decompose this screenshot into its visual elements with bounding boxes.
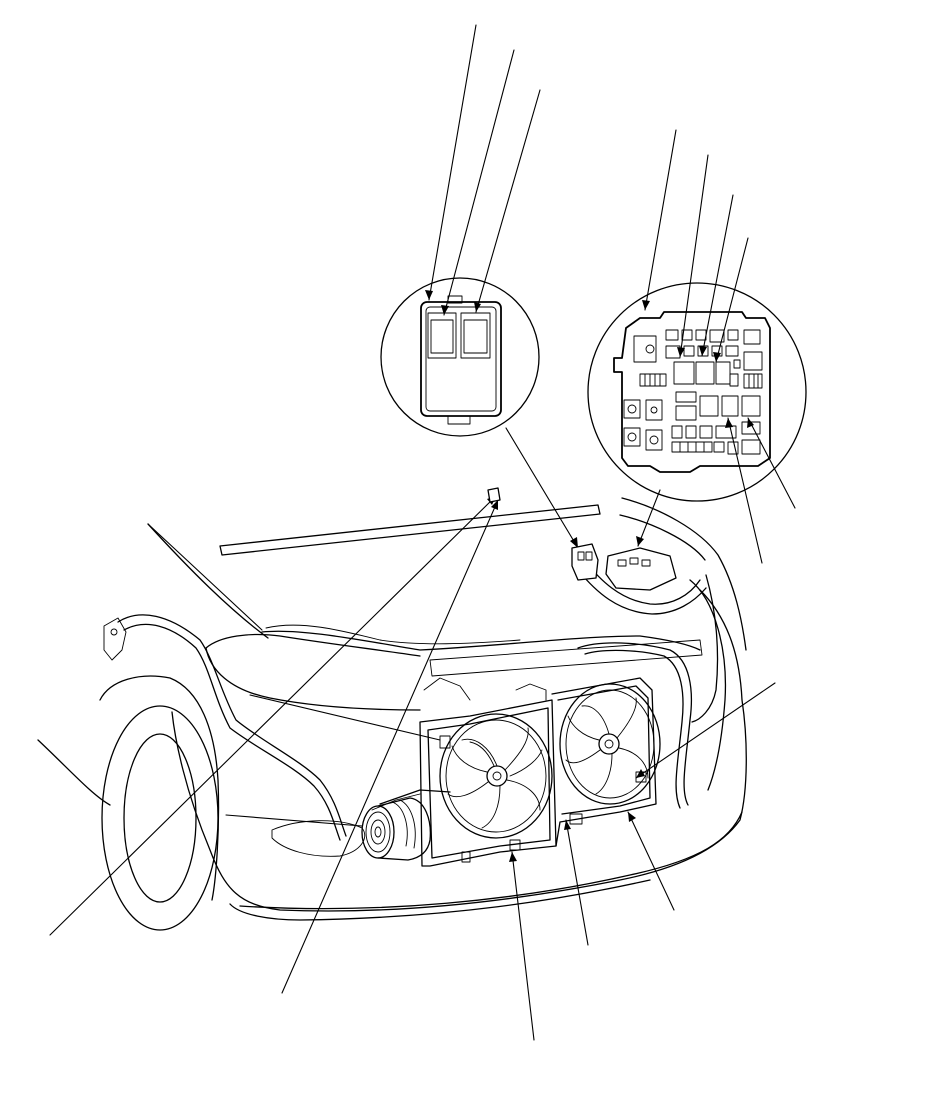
arrowhead (564, 820, 571, 830)
arrowhead (628, 812, 636, 822)
right-fender (621, 497, 747, 651)
arrowhead (509, 852, 517, 862)
fan-shroud-right-inner (557, 685, 651, 815)
leader-fusebox-3 (701, 194, 734, 357)
detail-circle-fusebox (587, 282, 807, 502)
shroud-tab (569, 813, 583, 825)
arrowhead (747, 418, 754, 428)
radiator-support-ridge (265, 624, 521, 645)
fan-icon (439, 713, 553, 839)
arrowhead (725, 418, 733, 428)
leader-shroud-bottom-mid (565, 819, 589, 946)
shroud-tab (509, 839, 521, 851)
harness-icon (103, 559, 719, 841)
leader-shroud-bottom-left (511, 851, 535, 1041)
arrowhead (441, 305, 449, 315)
arrowhead (699, 346, 707, 356)
front-tire-inner (123, 733, 197, 903)
leader-connector-2 (281, 499, 499, 994)
leader-fusebox-1 (644, 129, 677, 311)
fuse-relay-box-detail (587, 282, 807, 502)
right-headlamp (689, 579, 727, 791)
shroud-tab (635, 771, 647, 783)
bumper-bottom (229, 879, 651, 921)
condenser-fan-right (559, 683, 661, 805)
leader-connector-top (49, 495, 497, 936)
leader-lines (49, 24, 796, 1041)
leader-fusebox-2 (679, 154, 709, 358)
leader-detail-to-relay (505, 427, 579, 549)
relay-box-icon (420, 295, 502, 425)
arrowhead (636, 536, 644, 546)
arrowhead (677, 347, 685, 357)
arrowhead (636, 769, 645, 778)
fog-lamp-left (271, 820, 366, 857)
detail-circle-relay (380, 277, 540, 437)
leader-fan-motor-left (249, 694, 441, 741)
relay-box-detail (380, 277, 540, 437)
hood-front-edge (205, 647, 421, 711)
radiator-top-hose (423, 677, 471, 701)
radiator-support-ridge-2 (429, 639, 703, 677)
fan-shroud-left-inner (427, 707, 551, 859)
fuse-box-icon (613, 311, 771, 473)
arrowhead (713, 352, 721, 362)
arrowhead (491, 500, 498, 510)
fan-icon (559, 683, 661, 805)
leader-relay-1 (428, 24, 477, 301)
shroud-tab (439, 735, 451, 749)
left-fender (37, 739, 111, 806)
headlamp-left (205, 633, 421, 657)
radiator-fan-left (439, 713, 553, 839)
leader-fusebox-4 (715, 237, 749, 363)
arrowhead (642, 300, 650, 310)
leader-shroud-bottom-right (627, 811, 675, 911)
shroud-tab (461, 851, 471, 863)
left-fender-arch (99, 675, 220, 901)
compressor-icon (361, 789, 451, 861)
front-bumper-lower (171, 589, 747, 912)
arrowhead (425, 290, 433, 300)
car-body (37, 497, 747, 931)
right-fender-inner (619, 514, 706, 561)
hood-left-edge (147, 523, 269, 639)
fan-shroud-right (551, 677, 657, 847)
arrowhead (570, 537, 578, 548)
leader-detail-to-fusebox (637, 489, 661, 547)
fuse-box-on-car (605, 547, 677, 591)
cowl-strip (219, 504, 601, 556)
leader-compressor-left (225, 814, 363, 827)
leader-fusebox-6 (747, 417, 796, 509)
leader-relay-3 (475, 89, 541, 313)
ac-compressor-clutch (361, 789, 451, 861)
radiator-support-top (261, 630, 701, 651)
leader-relay-2 (443, 49, 515, 316)
connector-top (487, 487, 501, 503)
leader-fan-right (635, 682, 776, 779)
radiator-top-bracket (515, 683, 547, 701)
bumper-inner-line (239, 811, 743, 910)
front-tire-outer (101, 705, 219, 931)
relay-box-on-car (571, 543, 599, 581)
fan-shroud-left (419, 699, 557, 867)
wiring-harness (103, 487, 719, 841)
fan-assembly (419, 677, 661, 867)
leader-hood-left (147, 523, 263, 631)
